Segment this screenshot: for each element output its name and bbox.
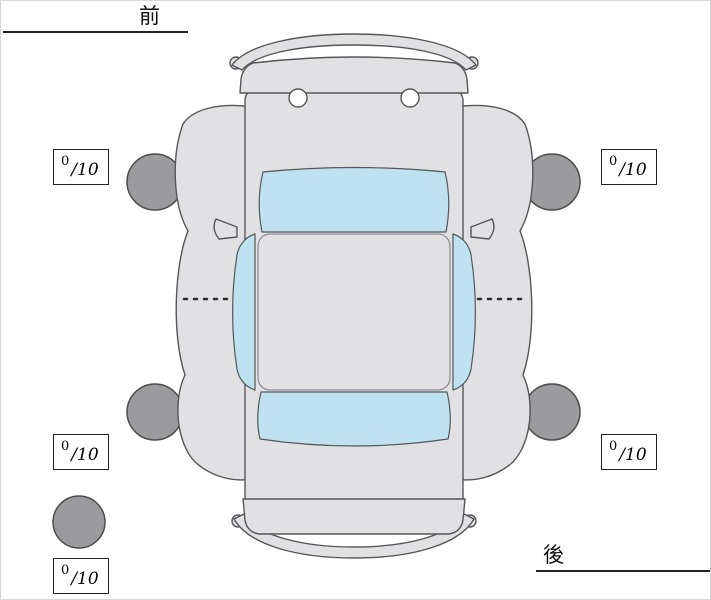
score-denominator: /10 xyxy=(619,445,647,465)
score-box-rear-right[interactable]: 0 /10 xyxy=(601,434,657,470)
score-value: 0 xyxy=(61,439,70,454)
headlight-right xyxy=(400,88,420,108)
score-box-front-left[interactable]: 0 /10 xyxy=(53,149,109,185)
right-side-panel xyxy=(454,104,534,481)
left-mirror xyxy=(213,218,238,240)
left-side-glass xyxy=(231,233,256,391)
front-direction-label: 前 xyxy=(139,4,160,28)
rear-direction-underline xyxy=(536,570,710,572)
roof-outline xyxy=(257,233,451,391)
score-denominator: /10 xyxy=(71,160,99,180)
left-side-panel xyxy=(174,104,254,481)
rear-window-glass xyxy=(257,391,451,447)
rear-direction-label: 後 xyxy=(543,543,564,567)
score-value: 0 xyxy=(609,439,618,454)
right-mirror xyxy=(470,218,495,240)
car-body xyxy=(244,86,464,518)
score-value: 0 xyxy=(61,154,70,169)
front-direction-underline xyxy=(3,31,188,33)
wheel-rear-right xyxy=(523,383,581,441)
score-denominator: /10 xyxy=(71,569,99,589)
score-denominator: /10 xyxy=(619,160,647,180)
score-box-front-right[interactable]: 0 /10 xyxy=(601,149,657,185)
score-value: 0 xyxy=(61,563,70,578)
score-box-spare[interactable]: 0 /10 xyxy=(53,558,109,594)
spare-tire xyxy=(52,495,106,549)
rear-bumper xyxy=(242,498,466,535)
wheel-front-left xyxy=(126,153,184,211)
wheel-rear-left xyxy=(126,383,184,441)
score-box-rear-left[interactable]: 0 /10 xyxy=(53,434,109,470)
right-side-glass xyxy=(452,233,477,391)
score-value: 0 xyxy=(609,154,618,169)
headlight-left xyxy=(288,88,308,108)
front-spoiler xyxy=(231,33,477,71)
score-denominator: /10 xyxy=(71,445,99,465)
front-bumper xyxy=(239,56,469,94)
windshield-glass xyxy=(258,166,450,233)
